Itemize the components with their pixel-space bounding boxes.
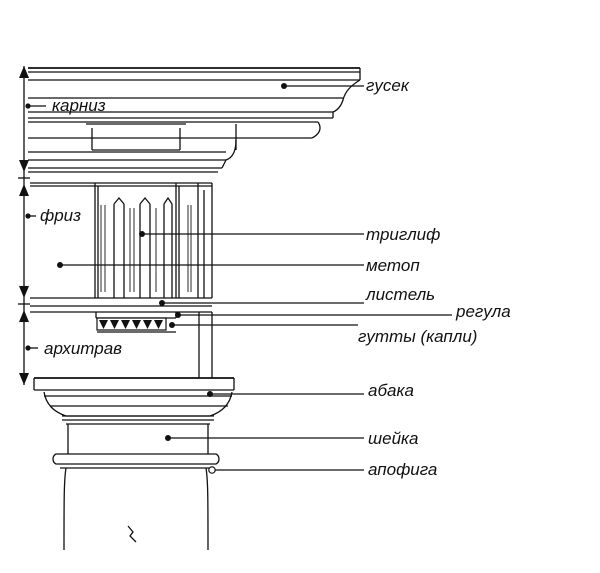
- label-karniz: карниз: [52, 96, 106, 115]
- label-abaka: абака: [368, 381, 414, 400]
- label-friz: фриз: [40, 206, 81, 225]
- architrave-drawing: [30, 311, 213, 378]
- leader-lines: [57, 83, 452, 474]
- label-sheyka: шейка: [368, 429, 419, 448]
- label-metop: метоп: [366, 256, 420, 275]
- label-triglif: триглиф: [366, 225, 440, 244]
- capital-drawing: [33, 377, 235, 551]
- dimension-lines: [18, 66, 46, 385]
- label-gusek: гусек: [366, 76, 410, 95]
- label-arkhitrav: архитрав: [44, 339, 122, 358]
- label-regula: регула: [455, 302, 511, 321]
- label-apofiga: апофига: [368, 460, 437, 479]
- cornice-drawing: [28, 67, 361, 173]
- label-listel: листель: [365, 285, 435, 304]
- label-gutty: гутты (капли): [358, 327, 477, 346]
- frieze-drawing: [30, 182, 213, 307]
